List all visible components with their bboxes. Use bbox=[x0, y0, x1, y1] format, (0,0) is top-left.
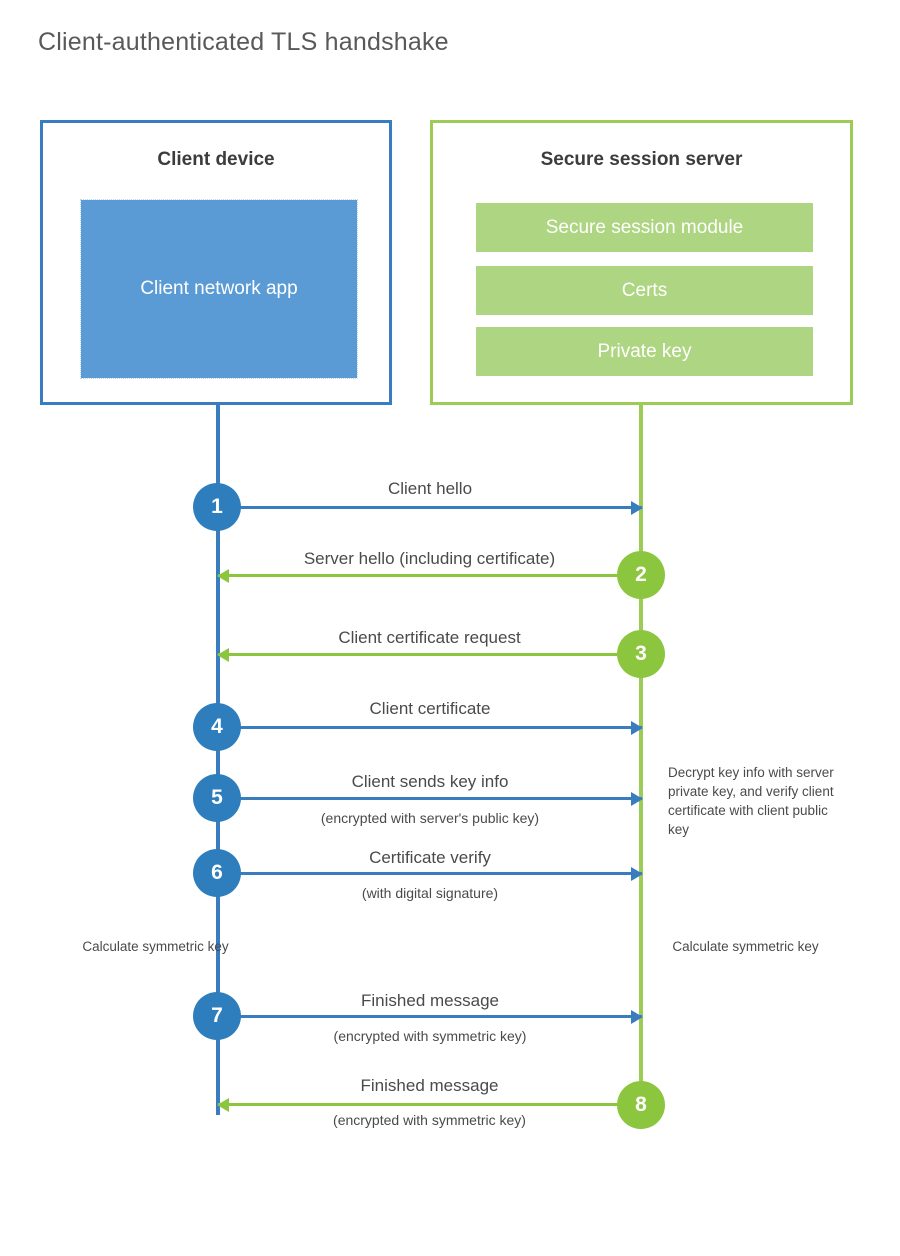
server-decrypt-note: Decrypt key info with server private key… bbox=[668, 765, 834, 838]
step-3-label: Client certificate request bbox=[338, 628, 521, 647]
arrow-head-icon bbox=[631, 720, 643, 735]
arrow-step-2 bbox=[217, 568, 641, 583]
step-circle-1: 1 bbox=[193, 483, 241, 531]
secure-session-server-box: Secure session server Secure session mod… bbox=[430, 120, 853, 405]
step-circle-5: 5 bbox=[193, 774, 241, 822]
page-title: Client-authenticated TLS handshake bbox=[38, 28, 449, 56]
arrow-head-icon bbox=[631, 866, 643, 881]
server-calculate-symmetric-key-note: Calculate symmetric key bbox=[672, 939, 819, 954]
step-7-label: Finished message bbox=[361, 991, 499, 1010]
step-6-sublabel: (with digital signature) bbox=[361, 885, 499, 901]
step-circle-6: 6 bbox=[193, 849, 241, 897]
client-device-box: Client device Client network app bbox=[40, 120, 392, 405]
arrow-head-icon bbox=[217, 1097, 229, 1112]
step-circle-3: 3 bbox=[617, 630, 665, 678]
secure-session-server-title: Secure session server bbox=[540, 149, 743, 170]
server-module-certs: Certs bbox=[476, 266, 813, 315]
step-1-label: Client hello bbox=[387, 479, 473, 498]
step-circle-4: 4 bbox=[193, 703, 241, 751]
arrow-head-icon bbox=[631, 791, 643, 806]
step-5-sublabel: (encrypted with server's public key) bbox=[320, 810, 540, 826]
step-2-label: Server hello (including certificate) bbox=[303, 549, 556, 568]
arrow-step-6 bbox=[218, 866, 643, 881]
arrow-step-7 bbox=[218, 1009, 643, 1024]
arrow-head-icon bbox=[631, 500, 643, 515]
step-7-sublabel: (encrypted with symmetric key) bbox=[333, 1028, 527, 1044]
arrow-head-icon bbox=[217, 647, 229, 662]
step-6-label: Certificate verify bbox=[369, 848, 491, 867]
server-module-private-key: Private key bbox=[476, 327, 813, 376]
arrow-step-4 bbox=[218, 720, 643, 735]
client-network-app-box: Client network app bbox=[80, 199, 358, 379]
arrow-step-5 bbox=[218, 791, 643, 806]
step-4-label: Client certificate bbox=[369, 699, 491, 718]
step-8-sublabel: (encrypted with symmetric key) bbox=[333, 1112, 526, 1128]
step-circle-2: 2 bbox=[617, 551, 665, 599]
client-device-title: Client device bbox=[157, 149, 275, 170]
client-calculate-symmetric-key-note: Calculate symmetric key bbox=[82, 939, 229, 954]
arrow-head-icon bbox=[217, 568, 229, 583]
step-5-label: Client sends key info bbox=[351, 772, 509, 791]
arrow-step-8 bbox=[217, 1097, 641, 1112]
server-lifeline bbox=[639, 403, 643, 1105]
arrow-step-3 bbox=[217, 647, 641, 662]
step-circle-8: 8 bbox=[617, 1081, 665, 1129]
step-circle-7: 7 bbox=[193, 992, 241, 1040]
arrow-step-1 bbox=[218, 500, 643, 515]
arrow-head-icon bbox=[631, 1009, 643, 1024]
client-lifeline bbox=[216, 403, 220, 1115]
step-8-label: Finished message bbox=[360, 1076, 499, 1095]
server-module-secure-session-module: Secure session module bbox=[476, 203, 813, 252]
